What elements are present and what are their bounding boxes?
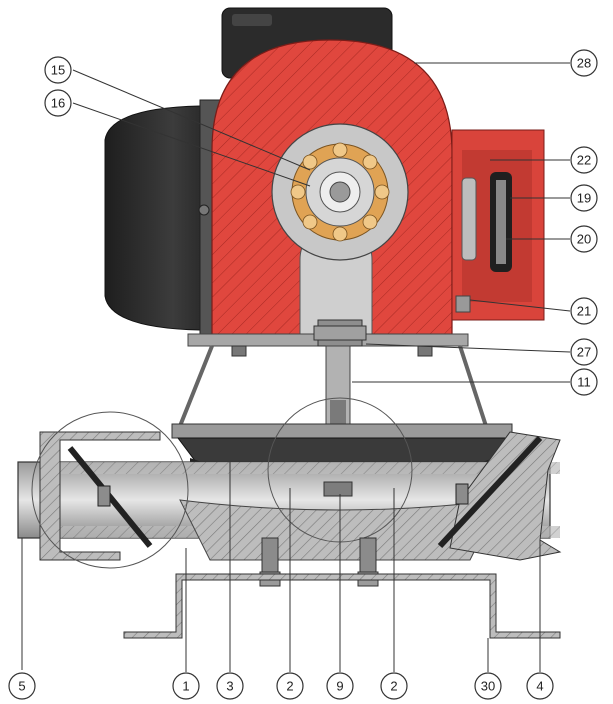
- callout-16: 16: [44, 89, 72, 117]
- svg-text:1: 1: [182, 679, 189, 694]
- callout-21: 21: [570, 297, 598, 325]
- svg-text:2: 2: [390, 679, 397, 694]
- callout-19: 19: [570, 184, 598, 212]
- svg-text:27: 27: [577, 345, 591, 360]
- svg-text:3: 3: [226, 679, 233, 694]
- svg-text:28: 28: [577, 56, 591, 71]
- callout-11: 11: [570, 368, 598, 396]
- callout-4: 4: [526, 672, 554, 700]
- svg-text:21: 21: [577, 304, 591, 319]
- bonnet-plate: [171, 423, 513, 439]
- callout-28: 28: [570, 49, 598, 77]
- callout-22: 22: [570, 146, 598, 174]
- callout-15: 15: [44, 56, 72, 84]
- svg-text:9: 9: [336, 679, 343, 694]
- bearing-assembly: [271, 123, 409, 261]
- svg-text:16: 16: [51, 96, 65, 111]
- svg-text:11: 11: [577, 375, 591, 390]
- svg-text:2: 2: [286, 679, 293, 694]
- detail-circle-left: [31, 411, 189, 569]
- svg-text:30: 30: [481, 679, 495, 694]
- svg-text:5: 5: [18, 679, 25, 694]
- callout-5: 5: [8, 672, 36, 700]
- callout-3: 3: [216, 672, 244, 700]
- callout-9: 9: [326, 672, 354, 700]
- callout-30: 30: [474, 672, 502, 700]
- svg-text:15: 15: [51, 63, 65, 78]
- svg-text:4: 4: [536, 679, 543, 694]
- callout-2-right: 2: [380, 672, 408, 700]
- callout-27: 27: [570, 338, 598, 366]
- callout-1: 1: [172, 672, 200, 700]
- callout-2-left: 2: [276, 672, 304, 700]
- svg-text:19: 19: [577, 191, 591, 206]
- callout-20: 20: [570, 225, 598, 253]
- svg-text:20: 20: [577, 232, 591, 247]
- valve-body-pipe: [17, 431, 562, 561]
- base-frame: [123, 573, 561, 639]
- svg-text:22: 22: [577, 153, 591, 168]
